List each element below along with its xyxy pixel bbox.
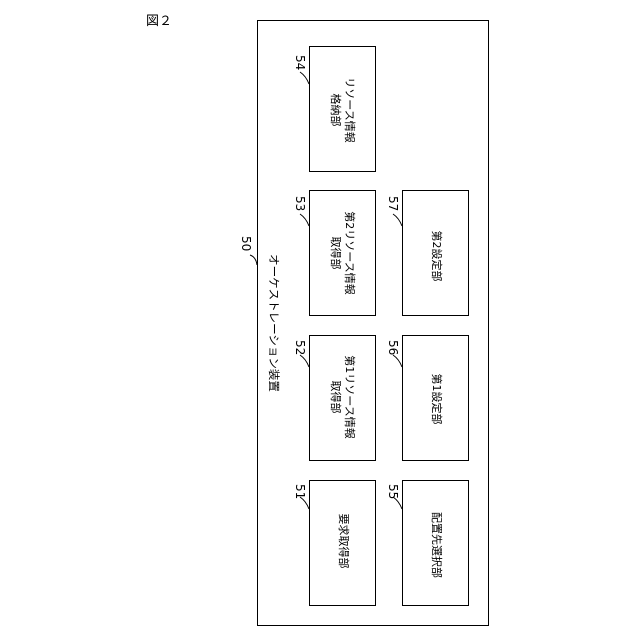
ref-56: 56: [386, 340, 400, 355]
ref-50: 50: [239, 236, 253, 251]
device-title: オーケストレーション装置: [267, 254, 281, 392]
leader-50: [250, 255, 257, 265]
block-53-line1: 第2リソース情報: [342, 211, 356, 294]
block-51-label: 要求取得部: [336, 514, 350, 569]
block-54-line2: 格納部: [328, 77, 342, 142]
block-53-line2: 取得部: [328, 211, 342, 294]
block-52-line2: 取得部: [328, 355, 342, 438]
block-54-line1: リソース情報: [342, 77, 356, 142]
block-53-label: 第2リソース情報 取得部: [328, 211, 356, 294]
block-52-label: 第1リソース情報 取得部: [328, 355, 356, 438]
ref-54: 54: [293, 55, 307, 70]
block-56-label: 第1設定部: [429, 374, 443, 425]
ref-52: 52: [293, 340, 307, 355]
block-54-label: リソース情報 格納部: [328, 77, 356, 142]
ref-51: 51: [293, 484, 307, 499]
block-57-label: 第2設定部: [429, 231, 443, 282]
block-55-label: 配置先選択部: [429, 512, 443, 578]
ref-57: 57: [386, 196, 400, 211]
ref-53: 53: [293, 196, 307, 211]
block-52-line1: 第1リソース情報: [342, 355, 356, 438]
ref-55: 55: [386, 484, 400, 499]
